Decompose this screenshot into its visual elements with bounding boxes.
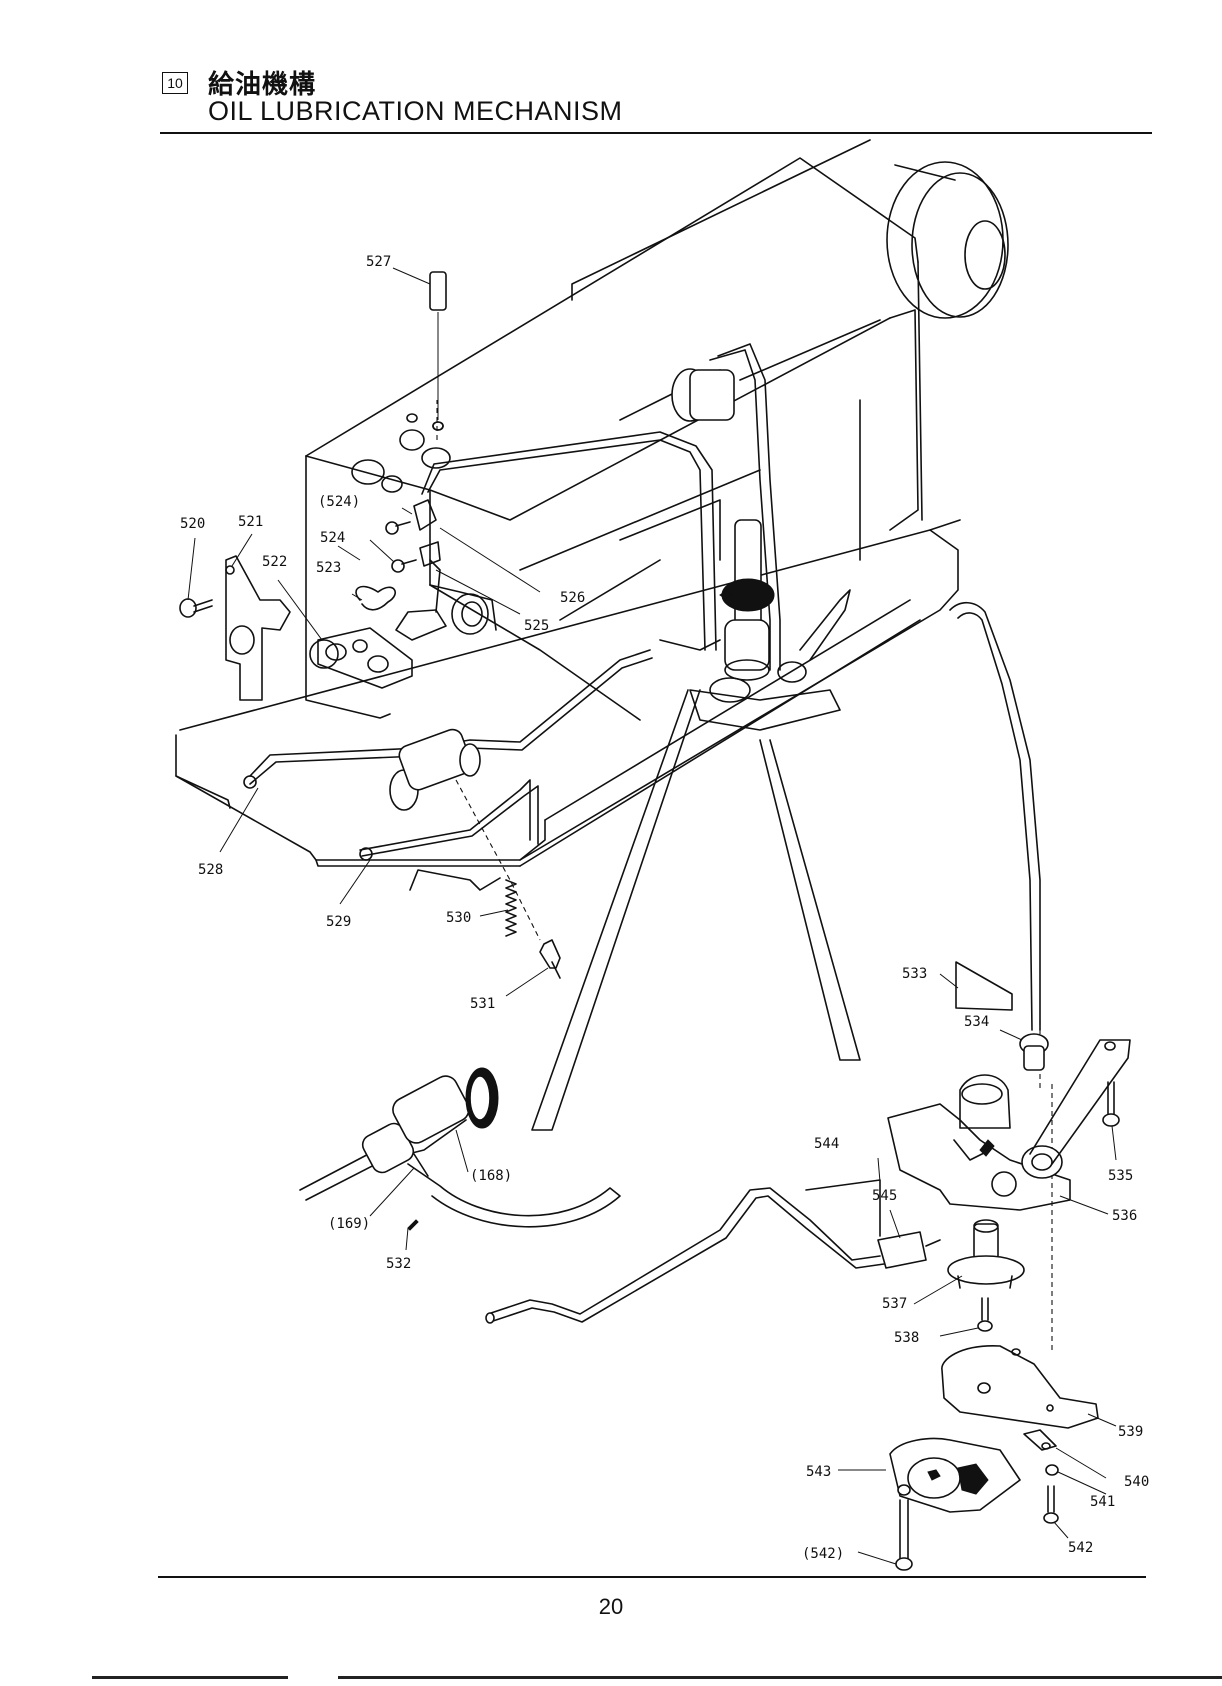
footer-rule (158, 1576, 1146, 1578)
callout-540: 540 (1124, 1474, 1149, 1490)
callout-538: 538 (894, 1330, 919, 1346)
callout-534: 534 (964, 1014, 989, 1030)
callout-523: 523 (316, 560, 341, 576)
callout-169-ref: (169) (328, 1216, 370, 1232)
callout-525: 525 (524, 618, 549, 634)
callout-529: 529 (326, 914, 351, 930)
machine-body-drawing (176, 140, 1008, 890)
lower-parts-drawing (890, 1220, 1098, 1570)
callout-531: 531 (470, 996, 495, 1012)
callout-532: 532 (386, 1256, 411, 1272)
callout-168-ref: (168) (470, 1168, 512, 1184)
callout-541: 541 (1090, 1494, 1115, 1510)
oil-pump-body-drawing (888, 962, 1130, 1210)
callout-527: 527 (366, 254, 391, 270)
callout-539: 539 (1118, 1424, 1143, 1440)
scan-edge-line-left (92, 1676, 288, 1679)
callout-535: 535 (1108, 1168, 1133, 1184)
callout-520: 520 (180, 516, 205, 532)
central-gear-assembly-drawing (532, 520, 860, 1130)
page-number: 20 (0, 1594, 1222, 1620)
callout-545: 545 (872, 1188, 897, 1204)
oil-pump-cylinder-drawing (300, 1068, 620, 1230)
callout-533: 533 (902, 966, 927, 982)
scan-edge-line-right (338, 1676, 1222, 1679)
callout-542-ref: (542) (802, 1546, 844, 1562)
oil-tubes-drawing (250, 344, 1052, 1350)
callout-526: 526 (560, 590, 585, 606)
callout-544: 544 (814, 1136, 839, 1152)
callout-536: 536 (1112, 1208, 1137, 1224)
callout-524: 524 (320, 530, 345, 546)
faceplate-parts-drawing (180, 272, 446, 700)
callout-543: 543 (806, 1464, 831, 1480)
callout-528: 528 (198, 862, 223, 878)
callout-530: 530 (446, 910, 471, 926)
callout-labels: 527 (524) 524 520 521 522 523 526 525 52… (180, 254, 1149, 1562)
callout-522: 522 (262, 554, 287, 570)
callout-521: 521 (238, 514, 263, 530)
callout-524-ref: (524) (318, 494, 360, 510)
callout-542: 542 (1068, 1540, 1093, 1556)
callout-537: 537 (882, 1296, 907, 1312)
